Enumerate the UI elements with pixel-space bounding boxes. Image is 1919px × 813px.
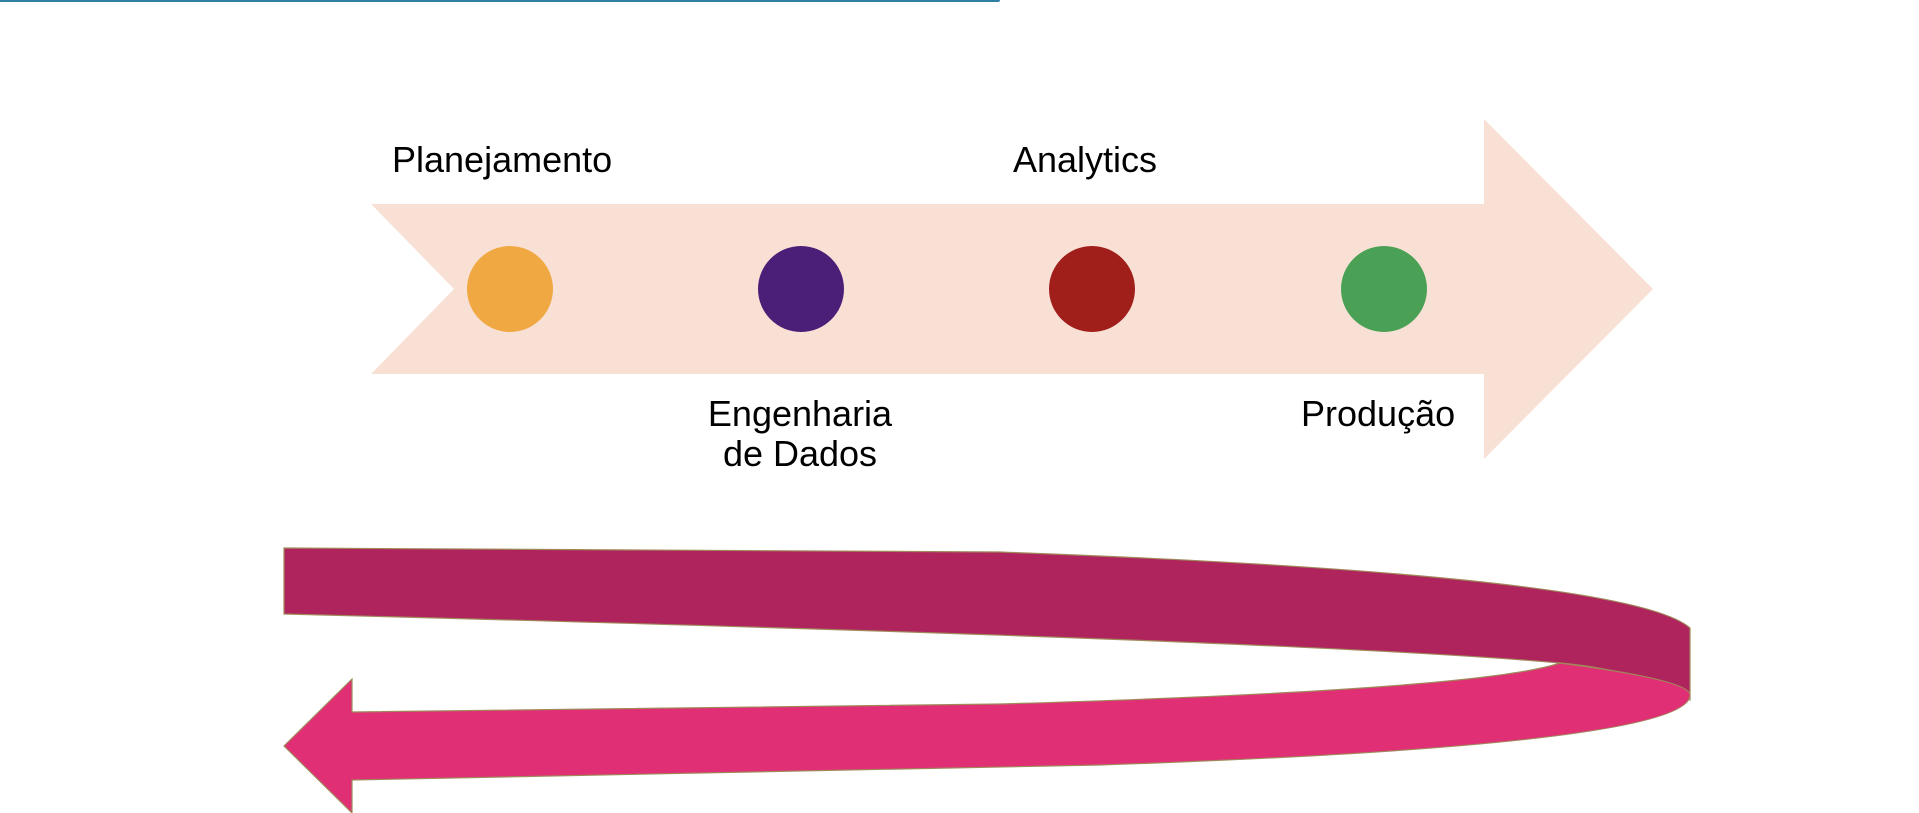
top-accent-bar bbox=[0, 0, 1000, 2]
stage-label-line-2: de Dados bbox=[722, 433, 878, 474]
stage-label-producao: Produção bbox=[1301, 393, 1456, 434]
stage-label-analytics: Analytics bbox=[1013, 139, 1158, 180]
stage-label-planejamento: Planejamento bbox=[392, 139, 613, 180]
return-arrow bbox=[283, 662, 1691, 813]
stage-label-engenharia-de-dados: Engenharia de Dados bbox=[700, 394, 900, 474]
stage-dot-planejamento bbox=[467, 246, 553, 332]
stage-dot-engenharia-de-dados bbox=[758, 246, 844, 332]
stage-label-line-1: Engenharia bbox=[707, 393, 893, 434]
stage-dot-producao bbox=[1341, 246, 1427, 332]
process-arrow bbox=[371, 119, 1653, 459]
stage-dot-analytics bbox=[1049, 246, 1135, 332]
